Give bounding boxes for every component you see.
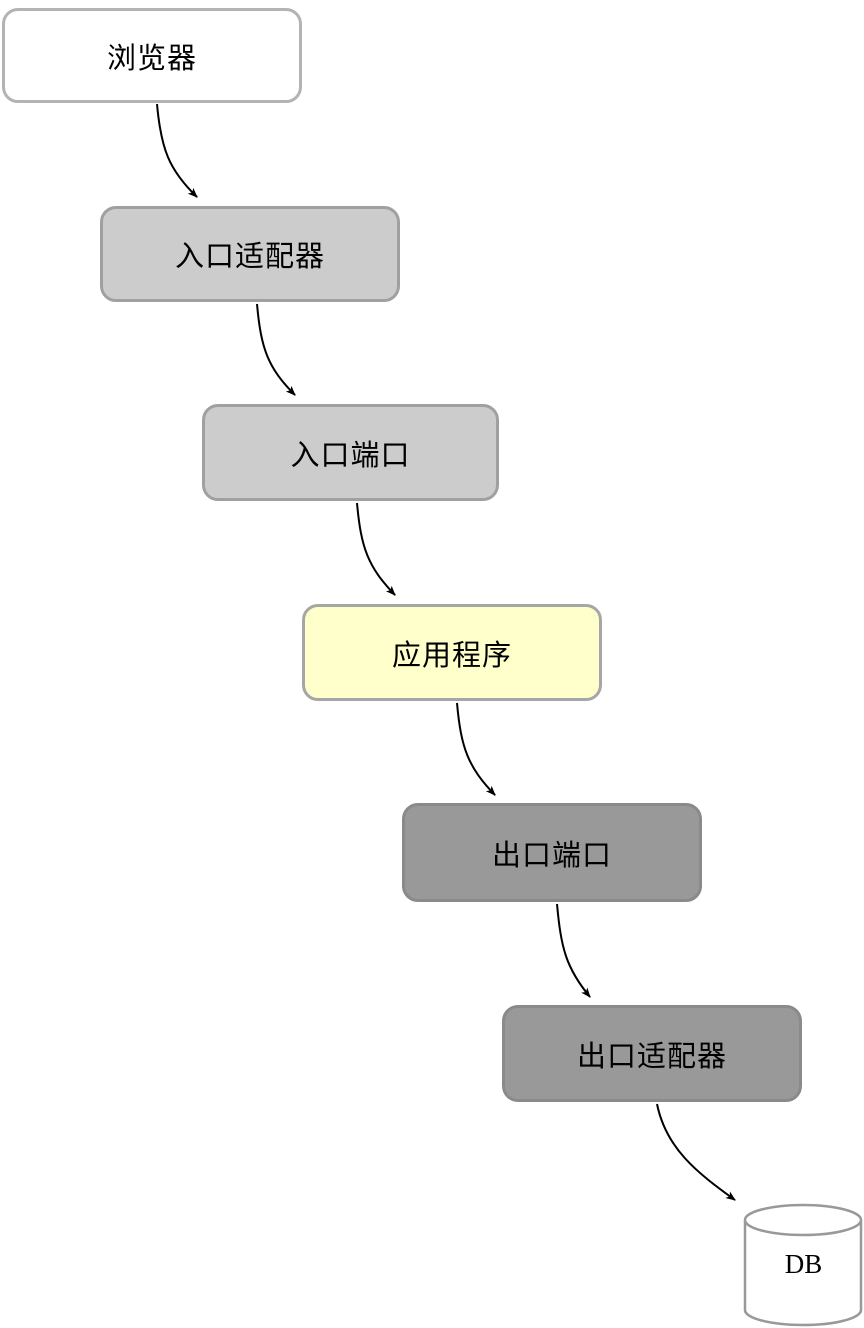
- node-outbound-port: 出口端口: [402, 803, 702, 902]
- database-cylinder-icon: [743, 1203, 863, 1327]
- node-inbound-port: 入口端口: [202, 404, 499, 501]
- node-application-label: 应用程序: [391, 639, 512, 672]
- arrow-outbound-adapter-to-database: [656, 1103, 736, 1201]
- node-inbound-adapter: 入口适配器: [100, 206, 400, 302]
- arrow-outbound-port-to-outbound-adapter: [556, 903, 591, 998]
- arrow-application-to-outbound-port: [456, 702, 496, 796]
- node-browser-label: 浏览器: [106, 42, 197, 75]
- arrow-inbound-adapter-to-inbound-port: [256, 303, 296, 396]
- node-outbound-port-label: 出口端口: [491, 839, 612, 872]
- arrow-browser-to-inbound-adapter: [156, 103, 198, 198]
- node-browser: 浏览器: [2, 8, 302, 103]
- node-database-label: DB: [784, 1249, 823, 1279]
- node-outbound-adapter: 出口适配器: [502, 1005, 802, 1102]
- node-inbound-port-label: 入口端口: [290, 439, 411, 472]
- node-inbound-adapter-label: 入口适配器: [174, 241, 325, 273]
- node-application: 应用程序: [302, 604, 602, 701]
- arrow-inbound-port-to-application: [356, 502, 396, 596]
- node-database: DB: [743, 1203, 864, 1328]
- node-outbound-adapter-label: 出口适配器: [576, 1040, 727, 1073]
